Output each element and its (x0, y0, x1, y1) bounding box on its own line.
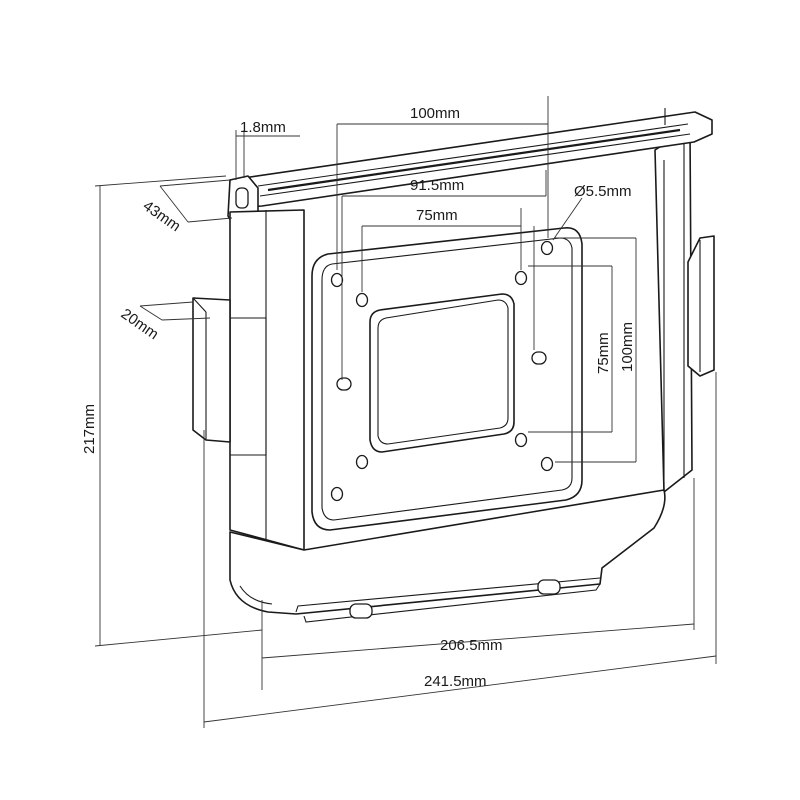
slot-right (531, 351, 547, 365)
label-mid-holes: 91.5mm (410, 177, 464, 194)
hole-75-tl (355, 292, 369, 308)
slot-left (336, 377, 352, 391)
hole-100-tl (330, 272, 344, 288)
dimension-lines (94, 96, 717, 728)
hole-75-br (514, 432, 528, 448)
left-side-panel (229, 209, 305, 551)
label-inner-holes: 75mm (416, 207, 458, 224)
label-clip-height: 43mm (140, 197, 184, 235)
hole-75-bl (355, 454, 369, 470)
center-recess (369, 293, 515, 453)
label-vertical-inner: 75mm (595, 332, 612, 374)
label-hole-diameter: Ø5.5mm (574, 183, 632, 200)
label-outer-holes: 100mm (410, 105, 460, 122)
label-slot-gap: 1.8mm (240, 119, 286, 136)
hole-100-br (540, 456, 554, 472)
hole-100-tr (540, 240, 554, 256)
label-total-width: 241.5mm (424, 673, 487, 690)
right-side-flange (654, 127, 693, 493)
label-inner-width: 206.5mm (440, 637, 503, 654)
label-tab-depth: 20mm (118, 305, 162, 343)
left-tab (192, 297, 231, 443)
label-vertical-outer: 100mm (619, 322, 636, 372)
hole-75-tr (514, 270, 528, 286)
label-total-height: 217mm (81, 404, 98, 454)
right-clip (687, 235, 715, 377)
hole-100-bl (330, 486, 344, 502)
